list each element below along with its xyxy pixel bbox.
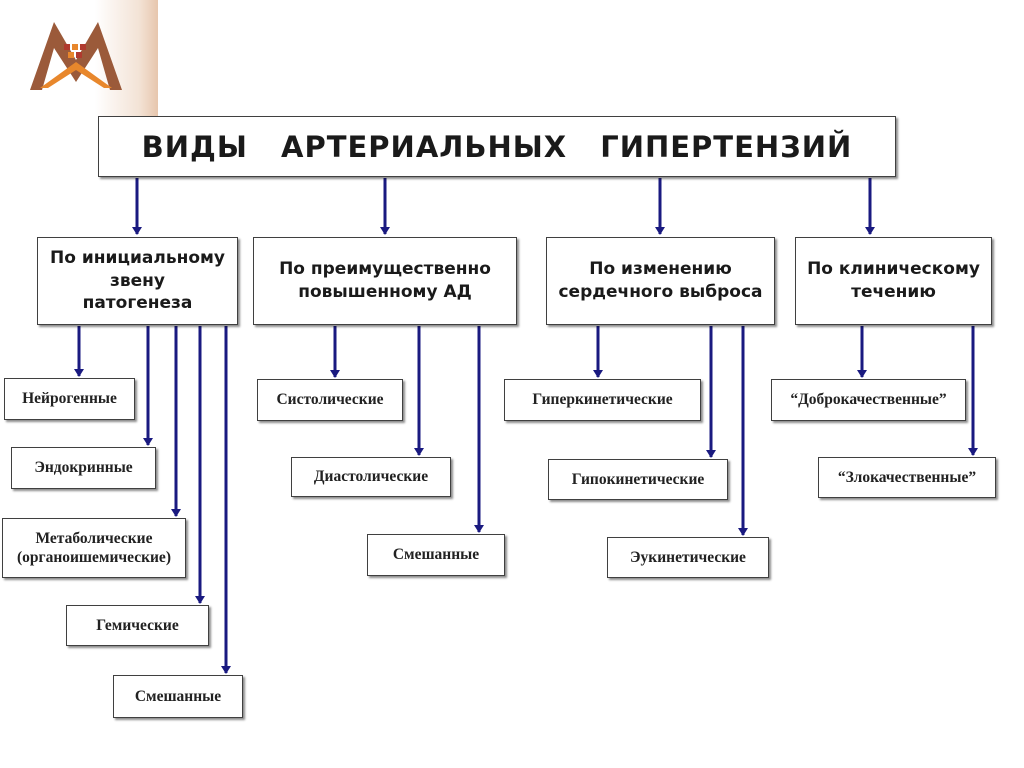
item-box-systolic: Систолические [257,379,403,421]
item-box-benign: “Доброкачественные” [771,379,966,421]
item-label: Метаболические (органоишемические) [17,529,171,566]
item-box-mixed-pathogenesis: Смешанные [113,675,243,718]
category-label: По преимущественно повышенному АД [279,259,491,302]
item-box-metabolic: Метаболические (органоишемические) [2,518,186,578]
item-label: “Злокачественные” [837,468,977,486]
item-box-endocrine: Эндокринные [11,447,156,489]
category-box-clinical-course: По клиническому течению [795,237,992,325]
item-box-eukinetic: Эукинетические [607,537,769,578]
item-label: Диастолические [313,468,429,486]
item-label: Смешанные [134,687,222,705]
item-box-neurogenic: Нейрогенные [4,378,135,420]
item-box-hyperkinetic: Гиперкинетические [504,379,701,421]
item-label: Гиперкинетические [532,391,673,409]
item-box-hemic: Гемические [66,605,209,646]
logo [0,0,158,116]
item-box-malignant: “Злокачественные” [818,457,996,498]
category-label: По клиническому течению [807,259,980,302]
item-label: “Доброкачественные” [790,391,947,409]
category-box-pathogenesis: По инициальному звену патогенеза [37,237,238,325]
diagram-title-text: ВИДЫ АРТЕРИАЛЬНЫХ ГИПЕРТЕНЗИЙ [141,129,853,164]
item-box-mixed-pressure: Смешанные [367,534,505,576]
item-box-diastolic: Диастолические [291,457,451,497]
medical-academy-logo-icon [30,22,122,90]
item-label: Смешанные [392,546,480,564]
category-label: По инициальному звену патогенеза [50,247,225,314]
category-box-cardiac-output: По изменению сердечного выброса [546,237,775,325]
item-label: Систолические [276,391,384,409]
item-label: Эукинетические [630,548,746,566]
diagram-title: ВИДЫ АРТЕРИАЛЬНЫХ ГИПЕРТЕНЗИЙ [98,116,896,177]
item-label: Гемические [96,616,179,634]
category-label: По изменению сердечного выброса [558,259,763,302]
category-box-blood-pressure: По преимущественно повышенному АД [253,237,517,325]
item-label: Гипокинетические [571,470,705,488]
item-label: Эндокринные [34,459,133,477]
item-label: Нейрогенные [22,390,117,408]
item-box-hypokinetic: Гипокинетические [548,459,728,500]
